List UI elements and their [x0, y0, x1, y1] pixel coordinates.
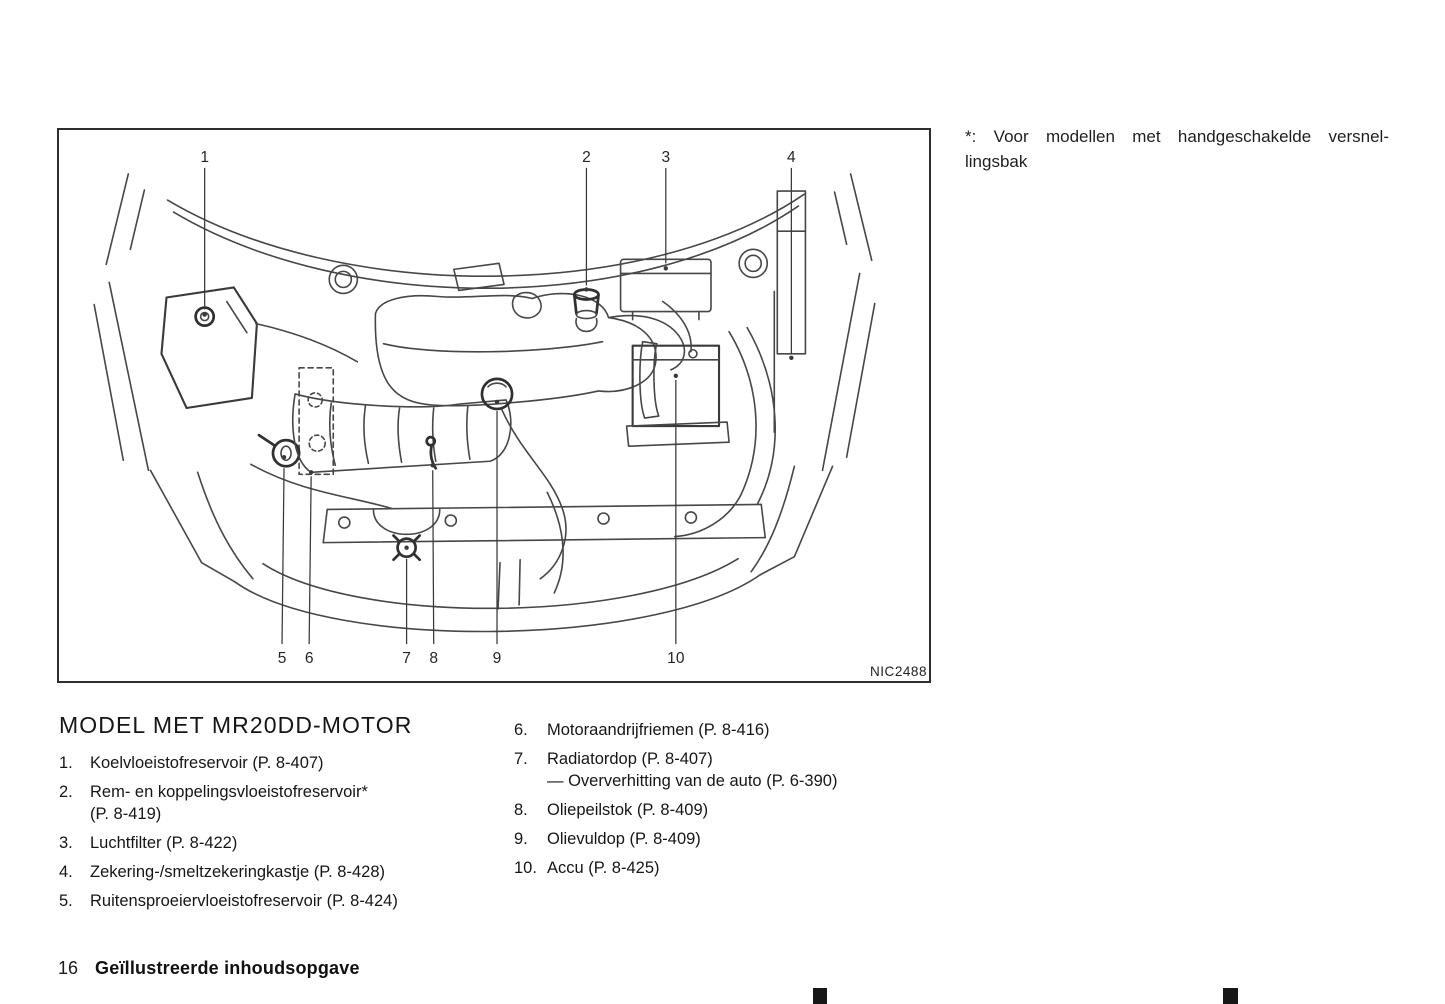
item-text: Accu (P. 8-425) — [547, 859, 660, 877]
callout-5: 5 — [278, 650, 287, 667]
item-text: Oliepeilstok (P. 8-409) — [547, 801, 709, 819]
drive-belt-region — [298, 367, 335, 476]
section-heading: MODEL MET MR20DD-MOTOR — [59, 712, 413, 738]
legend-list-right: 6. Motoraandrijfriemen (P. 8-416) 7. Rad… — [514, 719, 964, 886]
brake-fluid-reservoir-cap — [573, 288, 600, 333]
hoses — [250, 300, 692, 594]
item-text: Luchtfilter (P. 8-422) — [90, 834, 238, 852]
item-number: 10. — [514, 859, 537, 877]
oil-cap-icon — [480, 377, 514, 411]
list-item-4: 4. Zekering-/smeltzekeringkastje (P. 8-4… — [59, 861, 499, 883]
callout-1: 1 — [200, 149, 209, 166]
battery — [625, 340, 730, 447]
item-text: Koelvloeistofreservoir (P. 8-407) — [90, 754, 324, 772]
page-footer: 16 Geïllustreerde inhoudsopgave — [58, 958, 360, 979]
footnote-line-2: lingsbak — [965, 152, 1028, 171]
list-item-5: 5. Ruitensproeiervloeistofreservoir (P. … — [59, 890, 499, 912]
radiator-cap — [372, 508, 441, 562]
leader-line-5 — [281, 468, 285, 645]
callout-3: 3 — [661, 149, 670, 166]
callout-4: 4 — [787, 149, 796, 166]
leader-lines — [202, 167, 794, 645]
item-number: 1. — [59, 754, 73, 772]
list-item-7: 7. Radiatordop (P. 8-407) — Oververhitti… — [514, 748, 964, 792]
item-text: Motoraandrijfriemen (P. 8-416) — [547, 721, 770, 739]
list-item-10: 10. Accu (P. 8-425) — [514, 857, 964, 879]
item-text-line2: — Oververhitting van de auto (P. 6-390) — [547, 772, 838, 790]
item-text: Radiatordop (P. 8-407) — [547, 750, 713, 768]
intake-manifold — [292, 393, 512, 474]
oil-dipstick — [425, 435, 438, 470]
radiator-cap-icon — [396, 537, 417, 559]
oil-filler-cap — [480, 377, 514, 411]
page-number: 16 — [58, 958, 79, 978]
engine-diagram-figure: 1 2 3 4 5 6 7 8 9 10 NIC2488 — [57, 128, 931, 683]
callout-9: 9 — [493, 650, 502, 667]
item-number: 9. — [514, 830, 528, 848]
index-tab-mark-1 — [813, 988, 827, 1004]
callout-numbers: 1 2 3 4 5 6 7 8 9 10 — [200, 149, 796, 667]
callout-7: 7 — [402, 650, 411, 667]
washer-reservoir-cap — [257, 433, 301, 468]
item-number: 4. — [59, 863, 73, 881]
index-tab-mark-2 — [1223, 988, 1238, 1004]
footer-title: Geïllustreerde inhoudsopgave — [95, 958, 360, 978]
list-item-9: 9. Olievuldop (P. 8-409) — [514, 828, 964, 850]
list-item-6: 6. Motoraandrijfriemen (P. 8-416) — [514, 719, 964, 741]
coolant-reservoir — [160, 286, 258, 410]
item-text: Olievuldop (P. 8-409) — [547, 830, 701, 848]
item-text-line2: (P. 8-419) — [90, 805, 162, 823]
callout-2: 2 — [582, 149, 591, 166]
item-text: Zekering-/smeltzekeringkastje (P. 8-428) — [90, 863, 385, 881]
cowl-details — [328, 248, 769, 319]
item-text: Rem- en koppelingsvloeistofreservoir* — [90, 783, 368, 801]
callout-8: 8 — [429, 650, 438, 667]
list-item-1: 1. Koelvloeistofreservoir (P. 8-407) — [59, 752, 499, 774]
leader-line-6 — [308, 476, 312, 645]
body-structure — [93, 173, 876, 583]
list-item-3: 3. Luchtfilter (P. 8-422) — [59, 832, 499, 854]
list-item-2: 2. Rem- en koppelingsvloeistofreservoir*… — [59, 781, 499, 825]
item-text: Ruitensproeiervloeistofreservoir (P. 8-4… — [90, 892, 398, 910]
footnote-line-1: *: Voor modellen met handgeschakelde ver… — [965, 127, 1389, 146]
callout-10: 10 — [667, 650, 685, 667]
engine-bay-diagram: 1 2 3 4 5 6 7 8 9 10 NIC2488 — [93, 149, 927, 679]
legend-list-left: 1. Koelvloeistofreservoir (P. 8-407) 2. … — [59, 752, 499, 919]
fuse-bracket — [773, 190, 807, 433]
air-cleaner — [374, 292, 686, 407]
footnote: *: Voor modellen met handgeschakelde ver… — [965, 124, 1389, 174]
dipstick-icon — [425, 435, 437, 447]
front-side-member — [674, 326, 776, 538]
item-number: 2. — [59, 783, 73, 801]
item-number: 5. — [59, 892, 73, 910]
callout-6: 6 — [305, 650, 314, 667]
figure-code: NIC2488 — [870, 664, 927, 679]
leader-line-8 — [432, 470, 435, 645]
washer-cap-icon — [271, 438, 301, 468]
item-number: 7. — [514, 750, 528, 768]
item-number: 6. — [514, 721, 528, 739]
item-number: 3. — [59, 834, 73, 852]
radiator-support — [322, 503, 767, 544]
list-item-8: 8. Oliepeilstok (P. 8-409) — [514, 799, 964, 821]
item-number: 8. — [514, 801, 528, 819]
